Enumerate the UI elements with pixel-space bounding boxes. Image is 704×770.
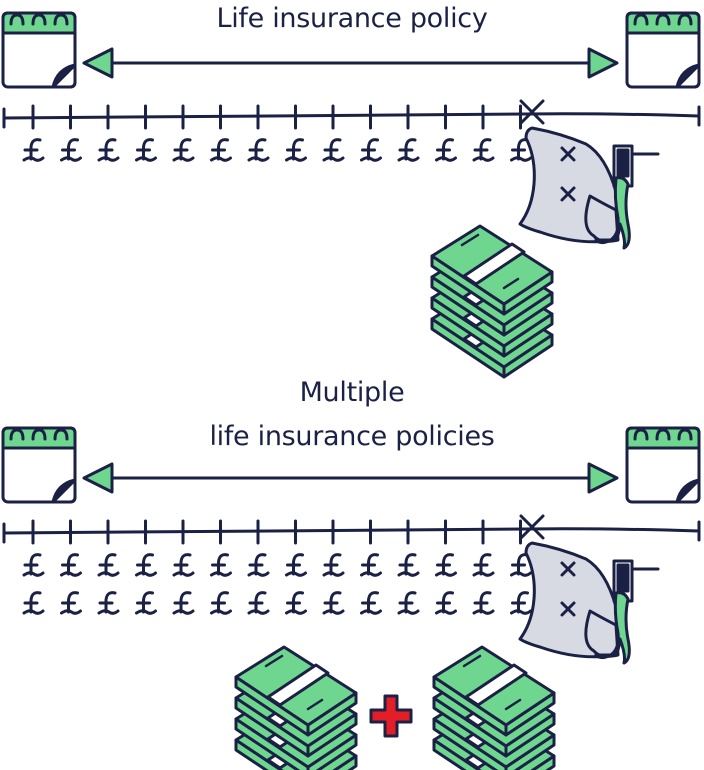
timeline: [2, 99, 701, 130]
pound-icon: [435, 591, 457, 615]
pound-icon: [435, 553, 457, 577]
pound-icon: [435, 138, 457, 162]
pound-icon: [397, 553, 420, 577]
panel-1-title: Life insurance policy: [216, 3, 488, 34]
banknote-bundle: [432, 645, 556, 737]
pound-icon: [322, 138, 345, 162]
pound-icon: [210, 591, 232, 615]
pound-icon: [60, 591, 82, 615]
pound-icon: [172, 138, 195, 162]
panel-multiple-policies: [1, 426, 701, 770]
calendar-icon: [1, 426, 77, 504]
pound-icon: [472, 553, 495, 577]
pound-icon: [172, 553, 195, 577]
pound-icon: [472, 138, 495, 162]
panel-2-title-line-2: life insurance policies: [209, 421, 495, 452]
pound-icon: [135, 591, 157, 615]
timeline: [2, 514, 701, 545]
plus-icon: [369, 694, 413, 738]
pound-icon: [247, 138, 270, 162]
pound-icon: [97, 591, 120, 615]
pound-icon: [22, 553, 45, 577]
pound-icon: [135, 138, 157, 162]
cash-stack-icon: [430, 224, 554, 379]
pound-icon: [210, 138, 232, 162]
pound-icon: [360, 591, 382, 615]
pound-icon: [472, 591, 495, 615]
pound-icon: [210, 553, 232, 577]
body-bag-icon: [518, 541, 660, 665]
pound-icon: [322, 553, 345, 577]
banknote-bundle: [234, 645, 358, 737]
pound-icon: [322, 591, 345, 615]
pound-icon: [247, 591, 270, 615]
calendar-icon: [625, 11, 701, 89]
pound-icon: [22, 138, 45, 162]
pound-icon: [285, 591, 307, 615]
pound-icon: [22, 591, 45, 615]
panel-2-title-line-1: Multiple: [299, 377, 405, 408]
pound-icon: [360, 553, 382, 577]
double-arrow-icon: [82, 47, 619, 79]
pound-icon: [397, 138, 420, 162]
double-arrow-icon: [82, 462, 619, 494]
pound-icon: [60, 553, 82, 577]
pound-icon: [97, 553, 120, 577]
cash-stack-icon: [234, 645, 358, 770]
body-bag-icon: [518, 126, 660, 250]
cash-stack-icon: [432, 645, 556, 770]
calendar-icon: [625, 426, 701, 504]
calendar-icon: [1, 11, 77, 89]
pound-icon: [360, 138, 382, 162]
pound-icon: [285, 138, 307, 162]
pound-icon: [397, 591, 420, 615]
pound-icon: [172, 591, 195, 615]
pound-icon: [510, 591, 532, 615]
panel-single-policy: [1, 11, 701, 379]
pound-icon: [60, 138, 82, 162]
banknote-bundle: [430, 224, 554, 316]
pound-icon: [97, 138, 120, 162]
pound-icon: [247, 553, 270, 577]
pound-icon: [135, 553, 157, 577]
pound-icon: [285, 553, 307, 577]
